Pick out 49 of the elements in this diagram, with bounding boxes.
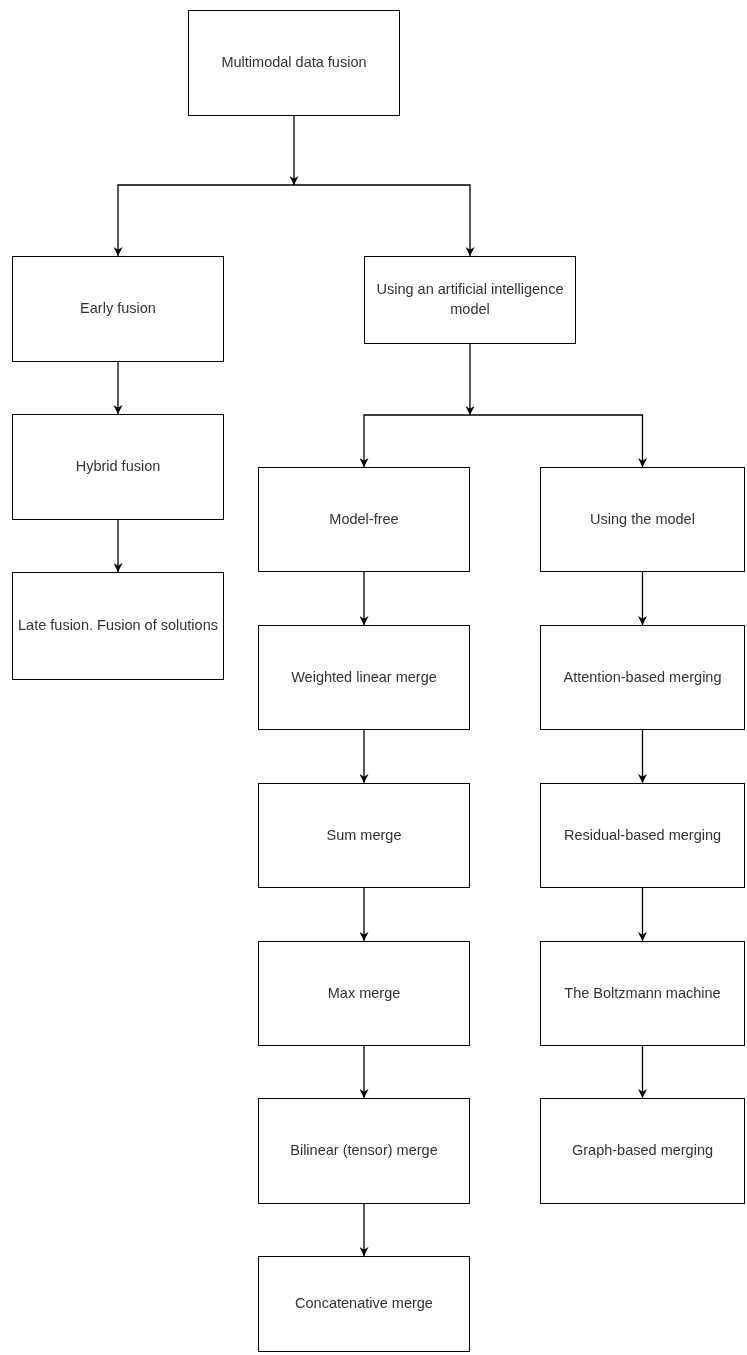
arrow [113, 361, 123, 415]
box-label: Graph-based merging [571, 1141, 714, 1161]
box-label: Bilinear (tensor) merge [290, 1141, 438, 1161]
box-label: Residual-based merging [563, 825, 722, 845]
arrow [638, 571, 647, 626]
box-label: Sum merge [326, 825, 402, 845]
process-box [258, 625, 470, 730]
box-label: Hybrid fusion [75, 457, 161, 477]
arrow [113, 184, 295, 257]
box-label: Attention-based merging [563, 667, 722, 687]
process-box [258, 467, 470, 572]
arrow [359, 1045, 369, 1099]
box-label: Early fusion [80, 299, 156, 319]
box-label: The Boltzmann machine [564, 983, 721, 1003]
process-box [540, 941, 745, 1046]
box-label: Using the model [590, 509, 695, 529]
process-box [540, 625, 745, 730]
arrow [638, 729, 647, 784]
box-label: Multimodal data fusion [221, 53, 367, 73]
box-label: Concatenative merge [295, 1294, 433, 1314]
box-label: Late fusion. Fusion of solutions [18, 616, 218, 636]
process-box [540, 467, 745, 572]
process-box [540, 1098, 745, 1204]
process-box [12, 572, 224, 680]
arrow [469, 414, 647, 468]
arrow [359, 414, 471, 468]
arrow [293, 184, 475, 257]
process-box [258, 1098, 470, 1204]
arrow [638, 887, 647, 942]
arrow [359, 571, 369, 626]
box-label: Weighted linear merge [291, 667, 437, 687]
arrow [113, 519, 123, 573]
process-box [258, 941, 470, 1046]
process-box [188, 10, 400, 116]
process-box [258, 1256, 470, 1352]
process-box [258, 783, 470, 888]
connector-trunk [289, 115, 299, 186]
arrow [359, 1203, 369, 1257]
connector-trunk [465, 343, 475, 416]
process-box [12, 256, 224, 362]
box-label: Using an artificial intelligence model [375, 280, 565, 319]
arrow [638, 1045, 647, 1099]
box-label: Max merge [327, 983, 401, 1003]
process-box [12, 414, 224, 520]
process-box [540, 783, 745, 888]
arrow [359, 729, 369, 784]
process-box [364, 256, 576, 344]
box-label: Model-free [329, 509, 399, 529]
arrow [359, 887, 369, 942]
